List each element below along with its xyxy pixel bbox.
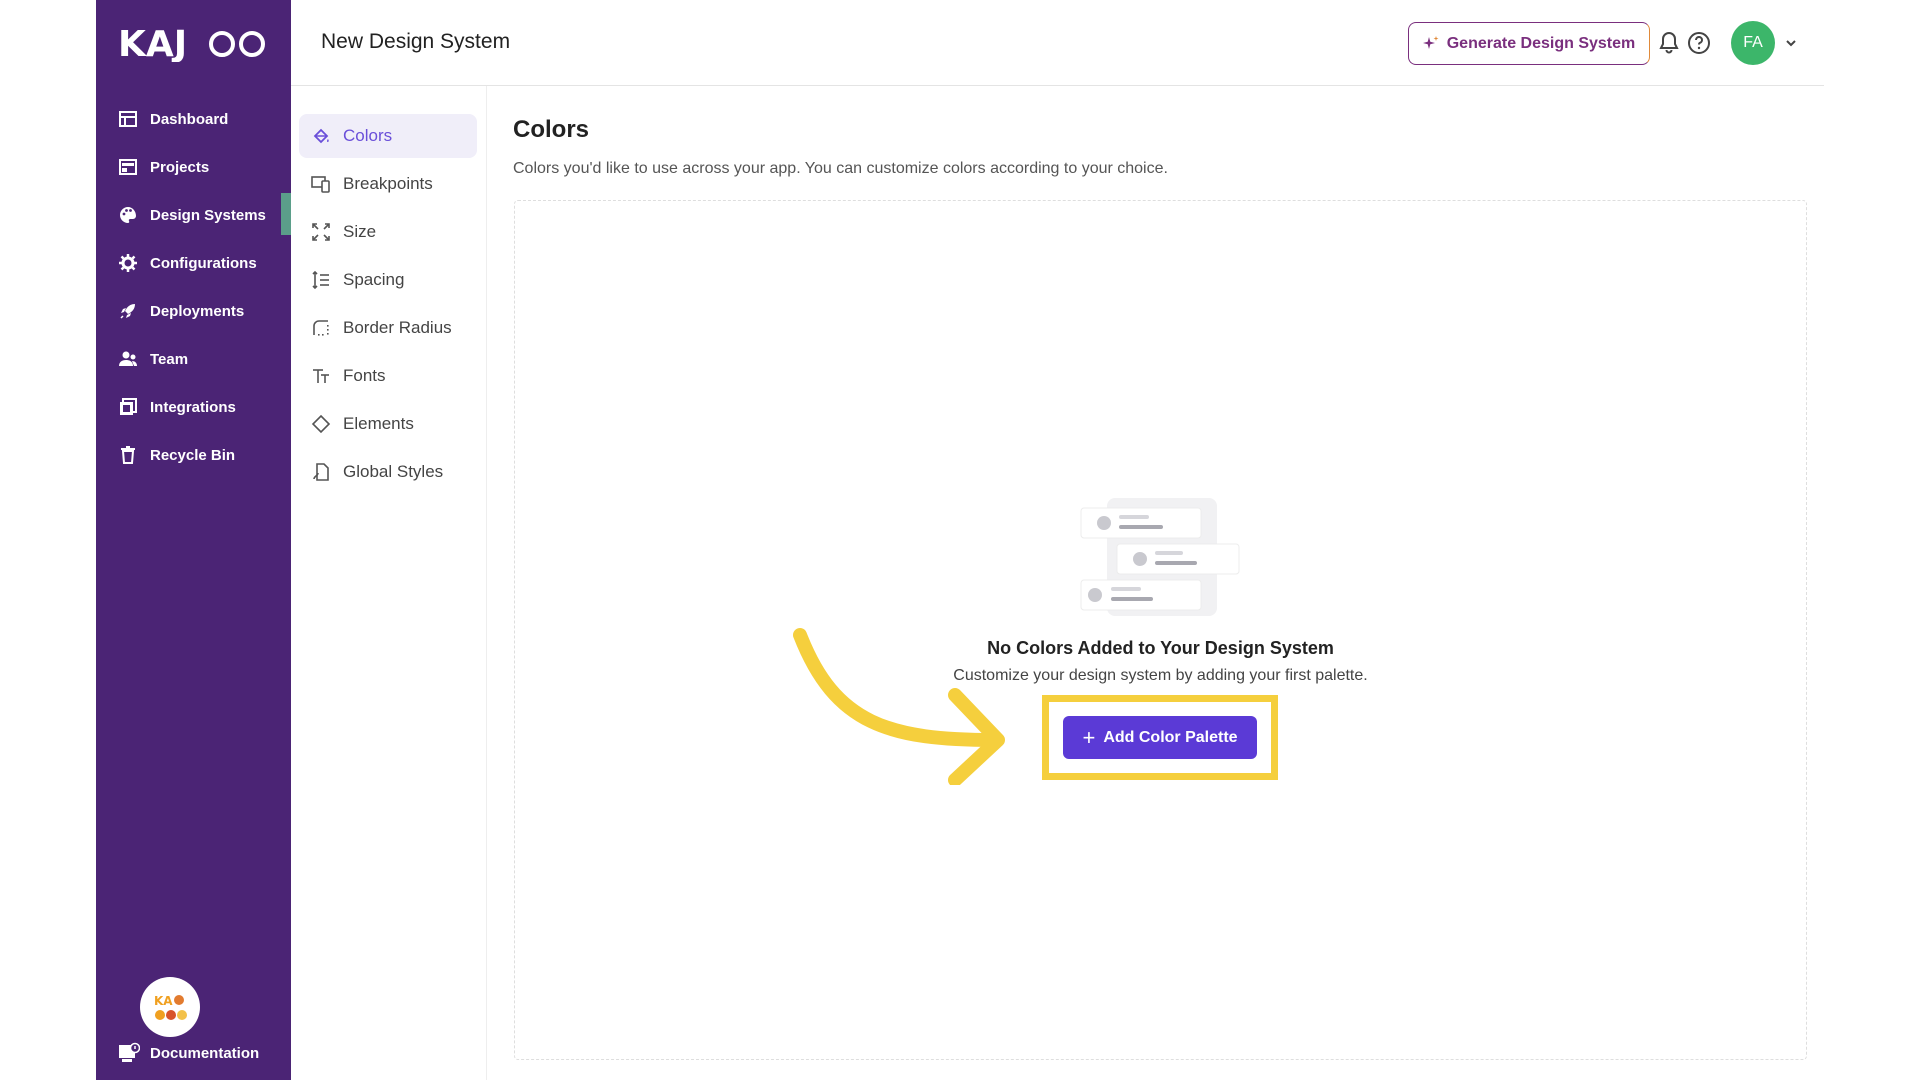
empty-list-illustration-icon [1080, 498, 1240, 616]
kajoo-logo[interactable]: KAJ [118, 24, 268, 62]
team-icon [119, 351, 137, 366]
sidebar-item-integrations[interactable]: Integrations [96, 383, 291, 431]
documentation-link[interactable]: Documentation [118, 1042, 259, 1064]
svg-text:KA: KA [154, 994, 173, 1008]
subnav-item-spacing[interactable]: Spacing [299, 258, 477, 302]
sidebar-item-label: Team [150, 350, 189, 368]
chevron-down-icon[interactable] [1784, 36, 1798, 50]
rocket-icon [120, 304, 135, 319]
logo-wordmark-icon: KAJ [118, 24, 265, 62]
sidebar-item-configurations[interactable]: Configurations [96, 239, 291, 287]
generate-design-system-button[interactable]: Generate Design System [1408, 22, 1650, 65]
subnav-item-label: Elements [343, 414, 414, 433]
trash-icon [121, 446, 135, 464]
top-header: New Design System Generate Design System… [291, 0, 1824, 86]
subnav-item-label: Colors [343, 126, 393, 145]
subnav-item-colors[interactable]: Colors [299, 114, 477, 158]
plus-icon: + [1082, 724, 1096, 750]
subnav-item-global-styles[interactable]: Global Styles [299, 450, 477, 494]
global-styles-icon [313, 463, 329, 481]
subnav-item-label: Border Radius [343, 318, 452, 337]
help-icon[interactable] [1686, 30, 1712, 56]
bell-icon[interactable] [1656, 30, 1682, 56]
empty-state-title: No Colors Added to Your Design System [987, 638, 1334, 658]
subnav-item-label: Breakpoints [343, 174, 433, 193]
subnav-item-breakpoints[interactable]: Breakpoints [299, 162, 477, 206]
subnav-item-label: Spacing [343, 270, 405, 289]
gear-icon [119, 254, 137, 272]
svg-text:KAJ: KAJ [118, 24, 187, 62]
subnav-item-size[interactable]: Size [299, 210, 477, 254]
sidebar-item-team[interactable]: Team [96, 335, 291, 383]
subnav-item-label: Fonts [343, 366, 386, 385]
add-color-palette-label: Add Color Palette [1103, 728, 1238, 746]
breakpoints-icon [311, 176, 330, 193]
border-radius-icon [313, 320, 329, 336]
sidebar-item-label: Dashboard [150, 110, 229, 128]
subnav-item-fonts[interactable]: Fonts [299, 354, 477, 398]
palette-icon [120, 207, 136, 223]
sparkle-icon [1422, 35, 1439, 49]
fonts-icon [313, 369, 329, 383]
pointer-arrow-icon [793, 628, 1005, 785]
sidebar-item-design-systems[interactable]: Design Systems [96, 191, 291, 239]
subnav-item-elements[interactable]: Elements [299, 402, 477, 446]
subnav-item-label: Size [343, 222, 377, 241]
integrations-icon [120, 398, 137, 415]
documentation-label: Documentation [150, 1044, 260, 1062]
colors-icon [313, 128, 329, 144]
size-icon [312, 223, 330, 241]
main-nav: Dashboard Projects Design Systems Config… [96, 95, 291, 479]
sidebar-item-label: Configurations [150, 254, 257, 272]
design-system-subnav: Colors Breakpoints Size Spacing Border R… [291, 86, 487, 1080]
page-title: New Design System [321, 30, 511, 53]
sidebar-item-recycle-bin[interactable]: Recycle Bin [96, 431, 291, 479]
sidebar-item-deployments[interactable]: Deployments [96, 287, 291, 335]
add-color-palette-button[interactable]: + Add Color Palette [1063, 716, 1257, 759]
empty-state-subtitle: Customize your design system by adding y… [953, 667, 1368, 684]
documentation-icon [119, 1042, 140, 1062]
section-title: Colors [513, 116, 590, 143]
kajoo-mascot-logo[interactable]: KA [140, 977, 200, 1037]
section-description: Colors you'd like to use across your app… [513, 160, 1168, 177]
sidebar-item-label: Projects [150, 158, 210, 176]
dashboard-icon [119, 111, 137, 127]
sidebar-item-dashboard[interactable]: Dashboard [96, 95, 291, 143]
highlight-box [1042, 695, 1278, 780]
user-avatar[interactable]: FA [1731, 21, 1775, 65]
subnav-item-border-radius[interactable]: Border Radius [299, 306, 477, 350]
subnav-item-label: Global Styles [343, 462, 444, 481]
empty-state-panel [514, 200, 1807, 1060]
elements-icon [311, 414, 331, 434]
sidebar-item-label: Recycle Bin [150, 446, 236, 464]
sidebar-item-label: Integrations [150, 398, 236, 416]
generate-label: Generate Design System [1446, 34, 1636, 52]
sidebar-item-label: Deployments [150, 302, 245, 320]
spacing-icon [312, 270, 329, 290]
sidebar-item-projects[interactable]: Projects [96, 143, 291, 191]
kajoo-badge-icon: KA [154, 994, 187, 1020]
main-sidebar: KAJ Dashboard Projects Design Systems Co… [96, 0, 291, 1080]
sidebar-item-label: Design Systems [150, 206, 266, 224]
projects-icon [119, 159, 137, 175]
